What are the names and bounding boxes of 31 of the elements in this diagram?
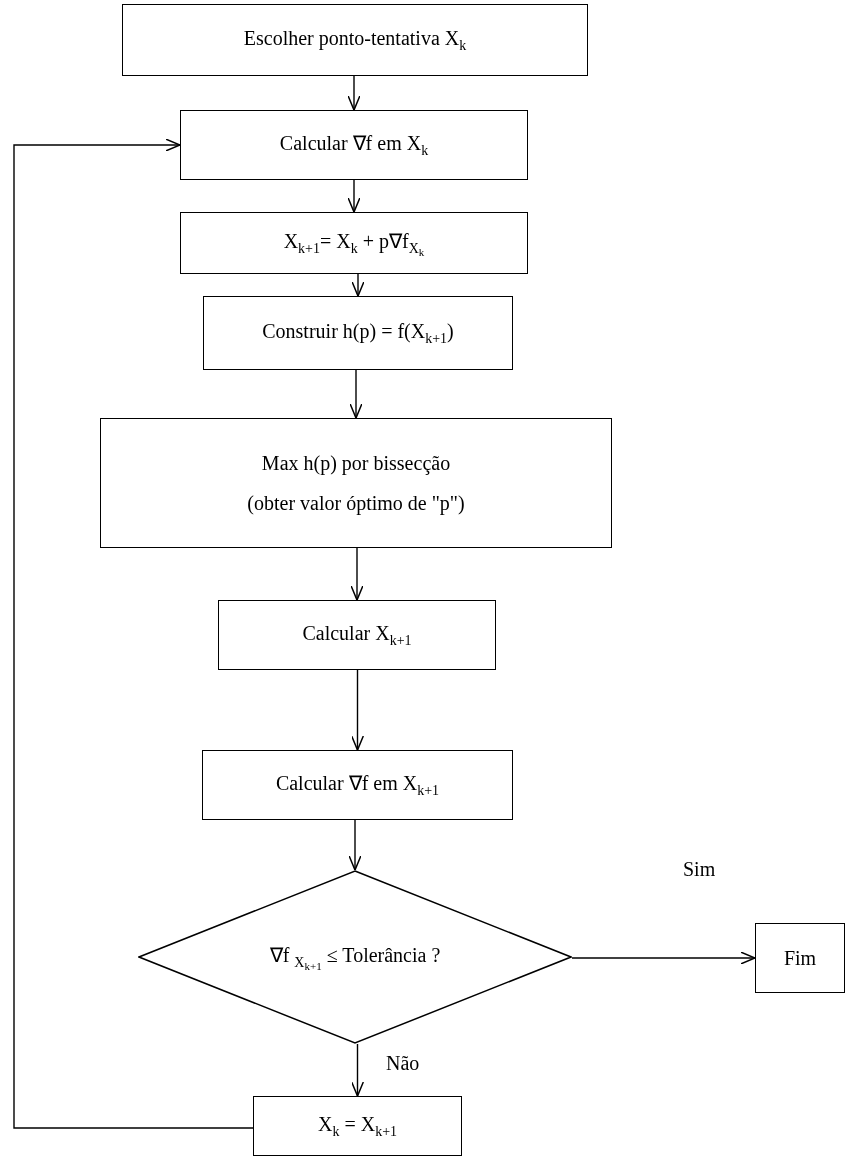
process-box: [755, 923, 845, 993]
box-text: X$_{k}$ = X$_{k+1}$: [317, 1111, 398, 1141]
decision-text: ∇f $_{X}$$_{k+1}$ ≤ Tolerância ?: [269, 942, 441, 973]
arrow: [348, 819, 362, 871]
process-box: [218, 600, 496, 670]
process-box: [122, 4, 588, 76]
process-box: [180, 110, 528, 180]
box-text: (obter valor óptimo de "p"): [247, 491, 465, 516]
box-text: Max h(p) por bissecção: [261, 451, 451, 476]
edge-label: Não: [386, 1052, 420, 1075]
box-text: Fim: [783, 946, 817, 971]
box-text: Escolher ponto-tentativa X$_{k}$: [243, 25, 467, 55]
process-box: [203, 296, 513, 370]
arrow: [351, 273, 365, 297]
box-text: Construir h(p) = f(X$_{k+1}$): [262, 318, 454, 348]
arrow: [350, 547, 364, 601]
box-text: Calcular X$_{k+1}$: [302, 620, 412, 650]
edge-label: Sim: [683, 858, 716, 881]
arrow: [350, 669, 365, 751]
arrow: [349, 369, 363, 419]
arrow: [347, 75, 361, 111]
arrow: [13, 138, 254, 1129]
arrow: [571, 951, 756, 965]
process-box: [100, 418, 612, 548]
process-box: [202, 750, 513, 820]
box-text: Calcular ∇f em X$_{k+1}$: [275, 770, 440, 800]
arrow: [350, 1043, 365, 1097]
box-text: Calcular ∇f em X$_{k}$: [279, 130, 429, 160]
arrow: [347, 179, 361, 213]
process-box: [180, 212, 528, 274]
process-box: [253, 1096, 462, 1156]
